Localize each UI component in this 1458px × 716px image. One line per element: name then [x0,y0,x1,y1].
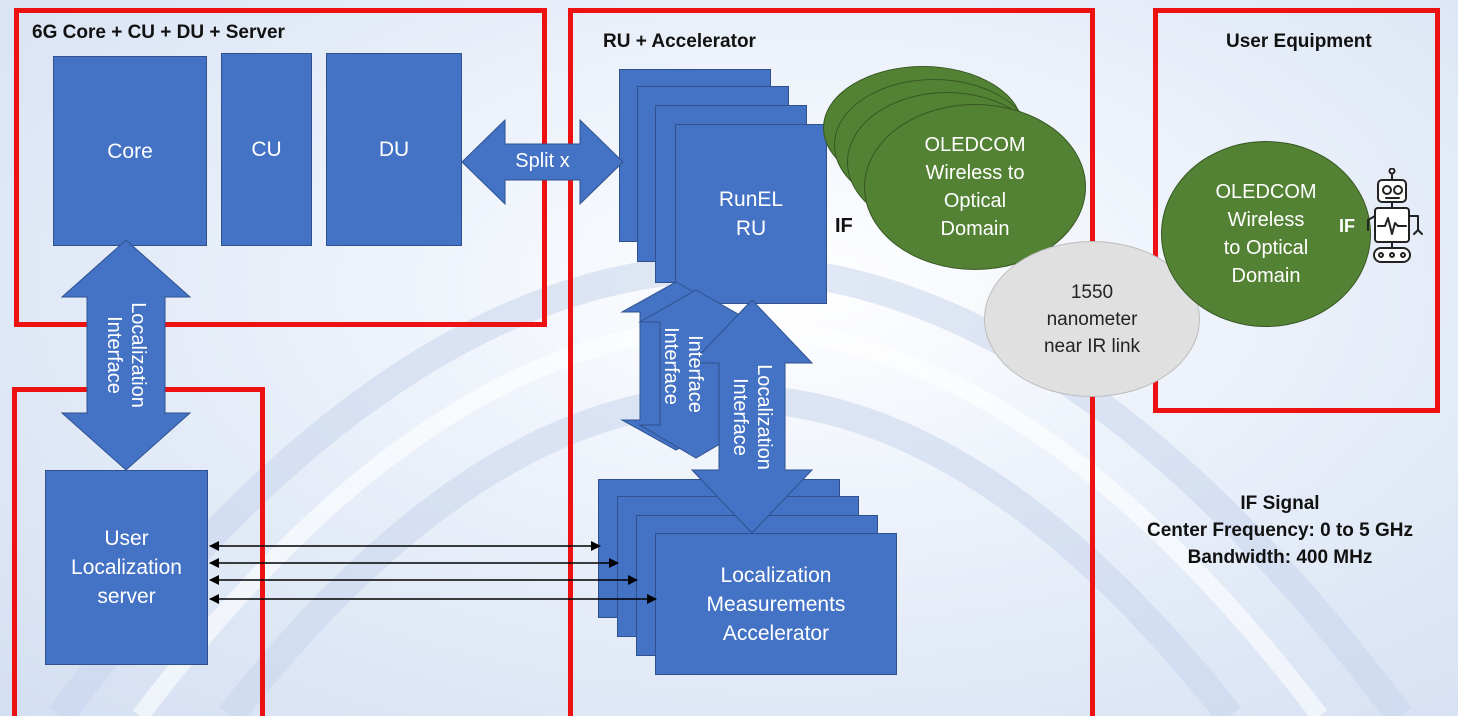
ru-accelerator-title: RU + Accelerator [603,31,756,52]
split-x-arrow [461,118,624,206]
localization-interface-core-arrow [60,239,192,471]
localization-interface-ru-label: Localization Interface [729,364,775,470]
du-block: DU [326,53,462,246]
interface-partial-label: Interface [660,327,682,405]
user-equipment-title: User Equipment [1226,31,1372,52]
localization-accelerator-block: Localization Measurements Accelerator [655,533,897,675]
if-signal-info: IF Signal Center Frequency: 0 to 5 GHz B… [1146,493,1414,568]
core-server-title: 6G Core + CU + DU + Server [32,22,285,43]
interface-partial-label-2: Interface [684,335,706,413]
if-label-ue: IF [1339,216,1355,236]
user-equipment-frame [1153,8,1440,413]
oledcom-ue-ellipse: OLEDCOM Wireless to Optical Domain [1161,141,1371,327]
user-localization-server-block: User Localization server [45,470,208,665]
oledcom-ru-ellipse: OLEDCOM Wireless to Optical Domain [864,104,1086,270]
localization-interface-core-label: Localization Interface [103,302,149,408]
localization-interface-ru-arrow [690,299,814,534]
if-label-ru: IF [835,215,853,237]
robot-icon [1367,168,1423,263]
runel-ru-block: RunEL RU [675,124,827,304]
ir-link-ellipse: 1550 nanometer near IR link [984,241,1200,397]
split-x-label: Split x [515,150,570,172]
cu-block: CU [221,53,312,246]
core-block: Core [53,56,207,246]
